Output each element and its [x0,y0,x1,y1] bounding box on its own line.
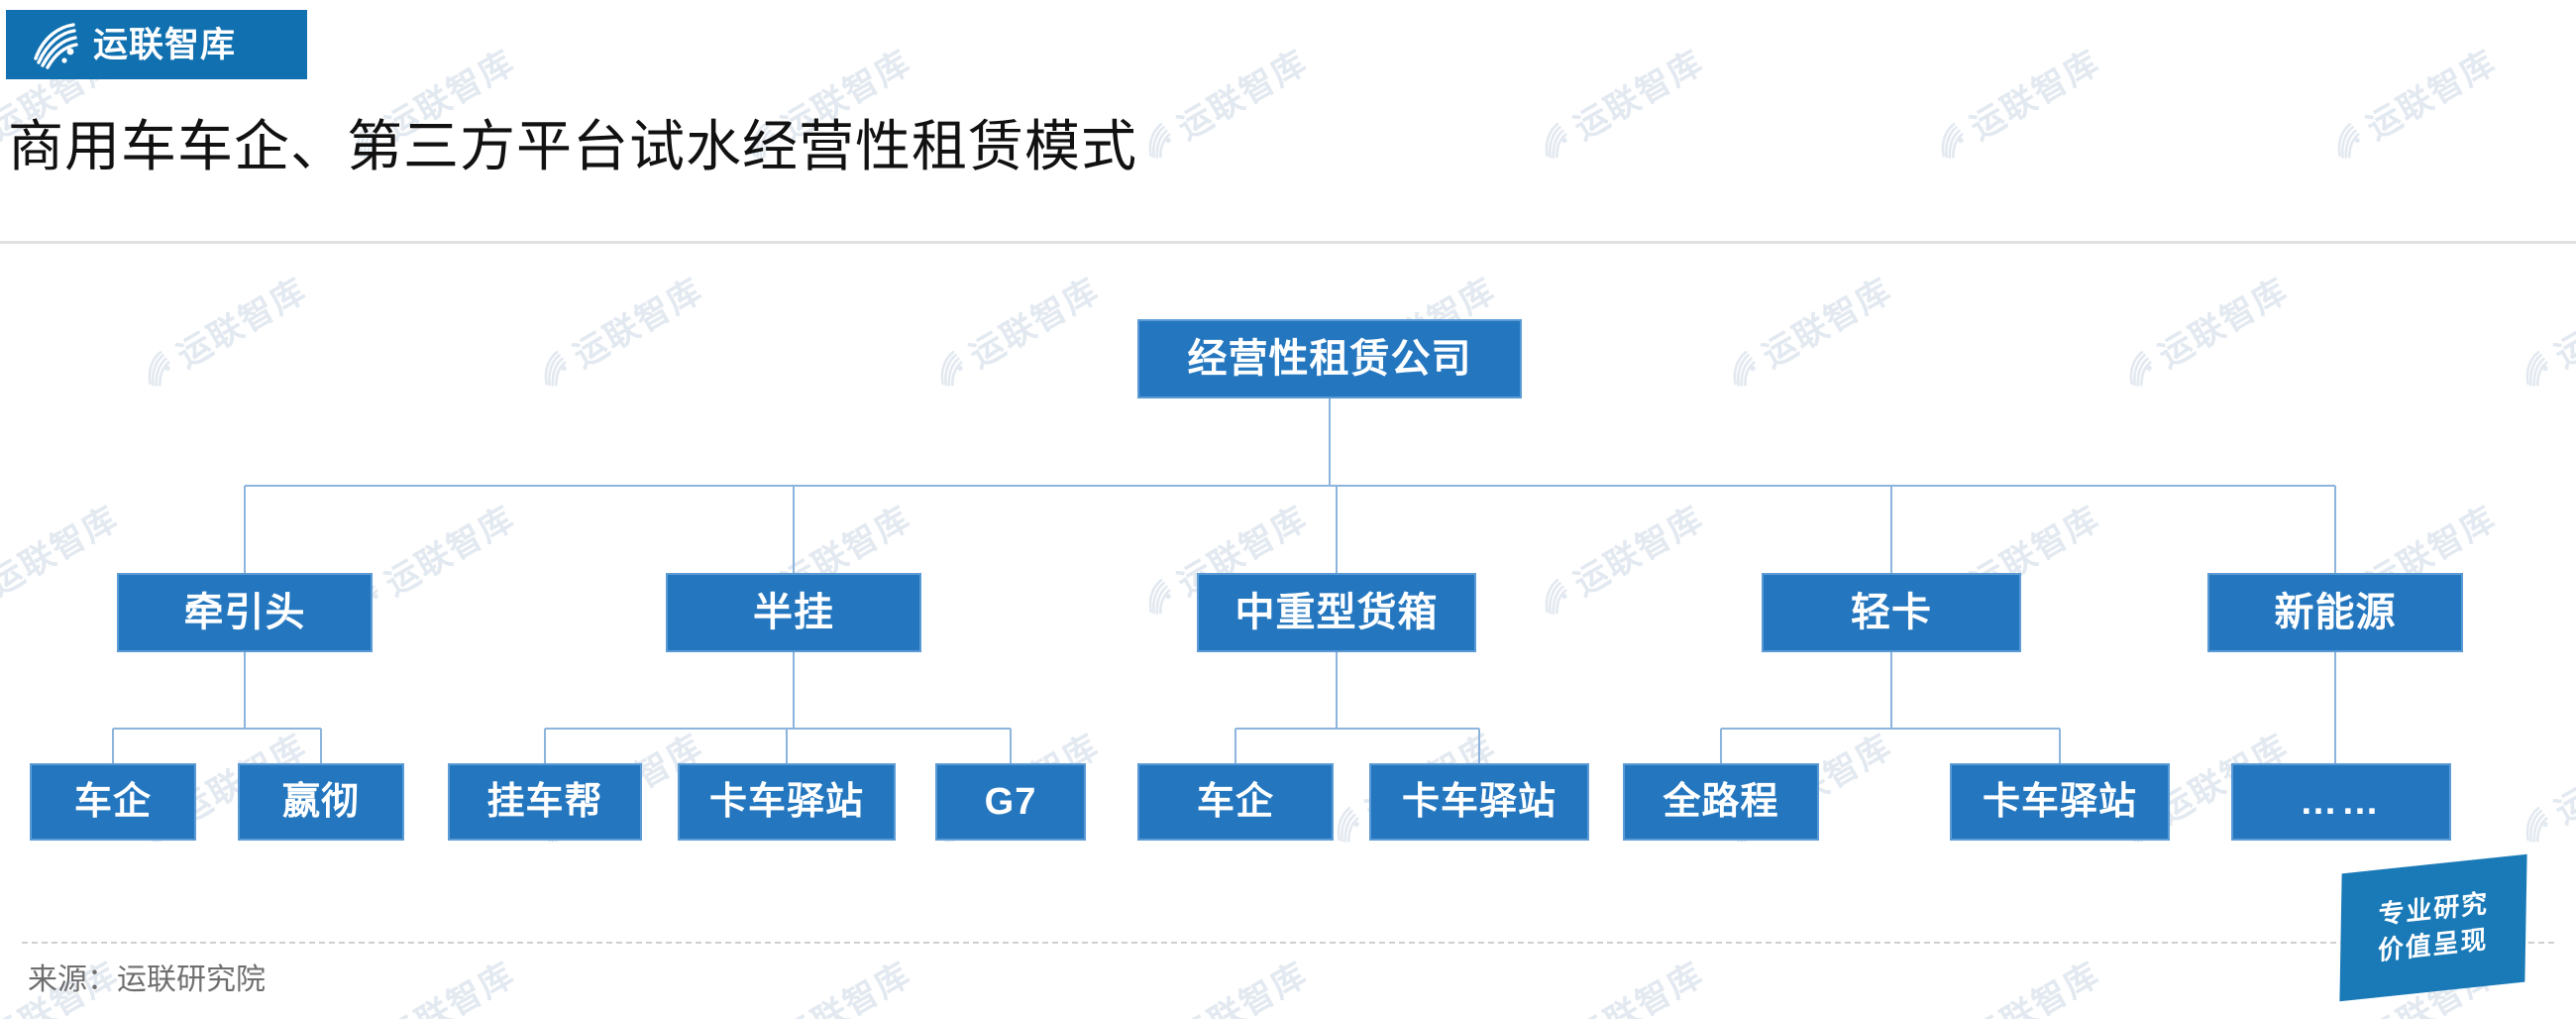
corner-badge-line1: 专业研究 [2378,888,2490,930]
node-label: G7 [984,781,1037,823]
connector-vertical [1329,398,1331,486]
node-label: 中重型货箱 [1234,591,1439,634]
node-level3[interactable]: 全路程 [1623,763,1819,841]
node-level3[interactable]: 嬴彻 [238,763,404,841]
corner-badge: 专业研究 价值呈现 [2339,853,2527,1002]
swoosh-globe-icon [28,19,79,70]
node-label: 轻卡 [1851,591,1932,634]
page-header: 运联智库 商用车车企、第三方平台试水经营性租赁模式 [0,0,2576,244]
node-level3[interactable]: 卡车驿站 [678,763,896,841]
node-level2[interactable]: 中重型货箱 [1197,573,1476,652]
brand-logo-text: 运联智库 [93,25,237,64]
footer-divider [22,942,2554,944]
node-level2[interactable]: 轻卡 [1762,573,2021,652]
node-label: 经营性租赁公司 [1187,337,1472,381]
node-level3[interactable]: …… [2231,763,2451,841]
node-label: 全路程 [1663,781,1779,823]
node-level2[interactable]: 牵引头 [117,573,373,652]
node-level3[interactable]: 挂车帮 [448,763,642,841]
connector-vertical [1890,486,1892,573]
node-label: 半挂 [753,591,834,634]
connector-vertical [2059,729,2061,763]
connector-vertical [2334,486,2336,573]
corner-badge-line2: 价值呈现 [2377,924,2489,966]
node-label: 新能源 [2274,591,2397,634]
node-level3[interactable]: 车企 [1137,763,1334,841]
node-label: 车企 [1196,781,1274,823]
page-footer: 来源：运联研究院 [0,942,2576,1019]
connector-vertical [1336,652,1338,729]
connector-vertical [1890,652,1892,729]
node-level1[interactable]: 经营性租赁公司 [1137,319,1522,398]
node-label: 挂车帮 [486,781,603,823]
connector-vertical [1336,486,1338,573]
node-label: 卡车驿站 [1401,781,1556,823]
connector-horizontal [545,728,1011,730]
node-label: 嬴彻 [281,781,360,823]
connector-vertical [1720,729,1722,763]
node-level3[interactable]: 卡车驿站 [1369,763,1589,841]
connector-vertical [244,652,246,729]
page-title: 商用车车企、第三方平台试水经营性租赁模式 [8,115,1137,177]
node-label: 卡车驿站 [708,781,864,823]
brand-logo: 运联智库 [6,10,307,79]
connector-vertical [793,486,795,573]
node-label: 卡车驿站 [1982,781,2137,823]
connector-vertical [112,729,114,763]
node-label: 牵引头 [183,591,306,634]
connector-vertical [786,729,788,763]
connector-horizontal [113,728,321,730]
node-level3[interactable]: G7 [935,763,1086,841]
connector-vertical [1010,729,1012,763]
node-level2[interactable]: 新能源 [2207,573,2463,652]
connector-vertical [2334,652,2336,763]
node-level3[interactable]: 卡车驿站 [1950,763,2170,841]
connector-vertical [544,729,546,763]
connector-vertical [793,652,795,729]
connector-horizontal [245,485,2335,487]
source-label: 来源：运联研究院 [28,963,266,996]
connector-vertical [1234,729,1236,763]
node-level2[interactable]: 半挂 [666,573,921,652]
header-divider [0,241,2576,244]
connector-horizontal [1721,728,2060,730]
node-label: …… [2300,781,2383,823]
connector-horizontal [1235,728,1479,730]
connector-vertical [320,729,322,763]
node-label: 车企 [73,781,152,823]
connector-vertical [244,486,246,573]
connector-vertical [1478,729,1480,763]
node-level3[interactable]: 车企 [30,763,196,841]
